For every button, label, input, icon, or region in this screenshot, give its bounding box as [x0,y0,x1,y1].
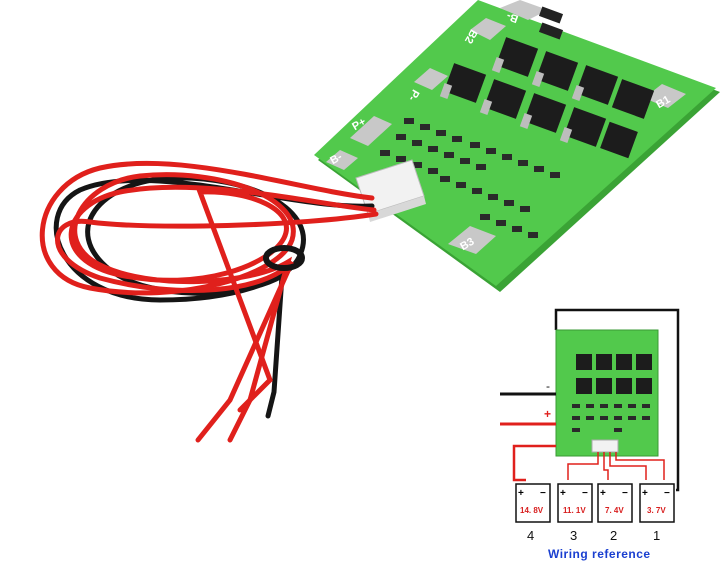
pad-p-minus [414,68,448,90]
battery-cell-3: + − 11. 1V [557,483,593,523]
wire-bundle [39,160,379,443]
balance-connector [355,159,426,222]
battery-cell-1: + − 3. 7V [639,483,675,523]
svg-text:+: + [518,488,524,499]
svg-text:+: + [642,488,648,499]
cell-voltage: 7. 4V [605,506,624,515]
smd-components [380,118,560,238]
svg-text:+: + [560,488,566,499]
mosfet-row-1 [495,37,655,119]
svg-text:−: − [582,488,588,499]
cell-number-1: 1 [653,528,660,543]
terminal-plus-label: + [544,407,551,421]
svg-text:−: − [540,488,546,499]
svg-text:−: − [664,488,670,499]
pad-b-top [500,0,548,20]
battery-cell-2: + − 7. 4V [597,483,633,523]
label-p-plus: P+ [350,116,368,133]
battery-cell-4: + − 14. 8V [515,483,551,523]
battery-cells: + − 14. 8V + − 11. 1V + − 7. 4V + − 3. 7… [515,483,675,523]
wiring-reference-diagram: - + [500,308,680,492]
pad-b2 [470,18,506,40]
cell-number-2: 2 [610,528,617,543]
cell-number-3: 3 [570,528,577,543]
cell-voltage: 14. 8V [520,506,544,515]
wiring-reference-caption: Wiring reference [548,547,651,561]
pad-p-plus [350,116,392,146]
cell-voltage: 3. 7V [647,506,666,515]
pad-b3 [448,226,496,254]
cell-number-4: 4 [527,528,534,543]
pcb-board: B- B2 B1 P- P+ B- B3 [314,0,720,292]
label-b-minus-bottom: B- [328,151,344,167]
pad-b-bottom [326,150,358,170]
terminal-minus-label: - [546,379,550,393]
label-b-minus-top: B- [505,9,520,24]
svg-text:+: + [600,488,606,499]
cell-voltage: 11. 1V [563,506,586,515]
pad-b1 [644,84,686,108]
mosfet-row-2 [443,63,638,159]
svg-text:−: − [622,488,628,499]
mini-connector [591,439,619,453]
